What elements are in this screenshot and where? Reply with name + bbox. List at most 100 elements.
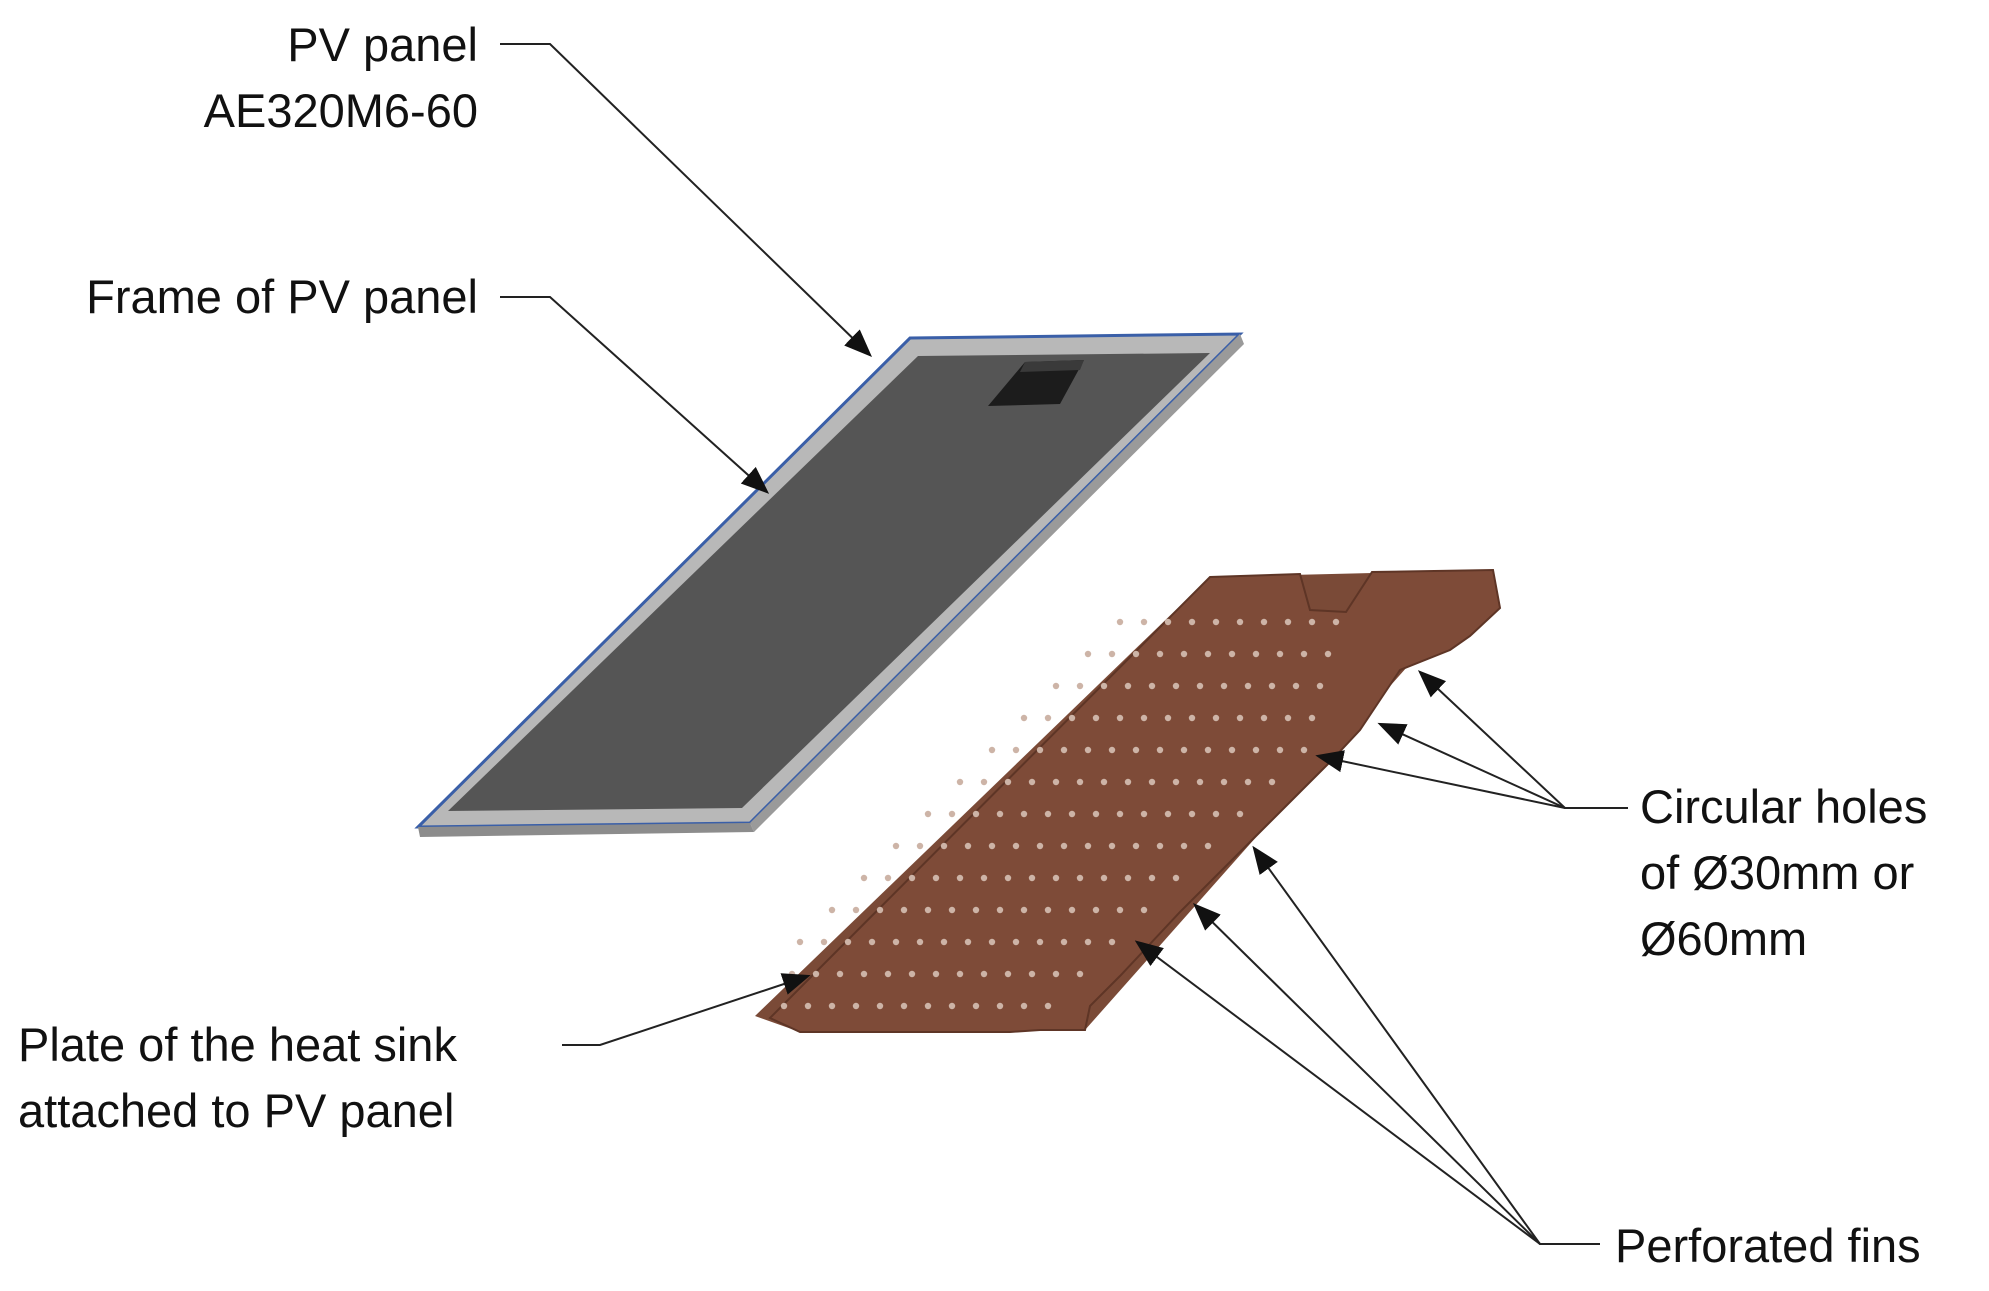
- fin-hole: [1300, 746, 1308, 754]
- fin-hole: [1012, 938, 1020, 946]
- fin-hole: [996, 906, 1004, 914]
- label-holes-line-1: Circular holes: [1640, 780, 1928, 833]
- fin-hole: [1228, 650, 1236, 658]
- fin-hole: [940, 842, 948, 850]
- fin-hole: [1092, 810, 1100, 818]
- fin-hole: [1212, 810, 1220, 818]
- fin-hole: [1116, 810, 1124, 818]
- fin-hole: [788, 970, 796, 978]
- fin-hole: [828, 906, 836, 914]
- fin-hole: [924, 1002, 932, 1010]
- fin-hole: [908, 874, 916, 882]
- fin-hole: [1188, 714, 1196, 722]
- fin-hole: [780, 1002, 788, 1010]
- fin-hole: [1060, 938, 1068, 946]
- label-holes-line-2: of Ø30mm or: [1640, 846, 1915, 899]
- fin-hole: [1044, 714, 1052, 722]
- fin-hole: [1100, 874, 1108, 882]
- fin-hole: [956, 970, 964, 978]
- fin-hole: [1156, 842, 1164, 850]
- fin-hole: [924, 906, 932, 914]
- junction-box-top: [1020, 360, 1084, 372]
- fin-hole: [908, 970, 916, 978]
- fin-hole: [1236, 618, 1244, 626]
- leader-frame: [500, 296, 770, 494]
- fin-hole: [1300, 650, 1308, 658]
- fin-hole: [988, 746, 996, 754]
- fin-hole: [1108, 938, 1116, 946]
- fin-hole: [1164, 810, 1172, 818]
- fin-hole: [860, 874, 868, 882]
- fin-hole: [1028, 970, 1036, 978]
- fin-hole: [1276, 650, 1284, 658]
- fin-hole: [1252, 650, 1260, 658]
- fin-hole: [1036, 746, 1044, 754]
- fin-hole: [1180, 842, 1188, 850]
- fin-hole: [1140, 906, 1148, 914]
- fin-hole: [932, 874, 940, 882]
- fin-hole: [1204, 842, 1212, 850]
- fin-hole: [1252, 746, 1260, 754]
- fin-hole: [1084, 842, 1092, 850]
- fin-hole: [1028, 778, 1036, 786]
- fin-hole: [956, 778, 964, 786]
- fin-hole: [1268, 682, 1276, 690]
- label-holes-line-3: Ø60mm: [1640, 912, 1808, 965]
- fin-hole: [1068, 714, 1076, 722]
- fin-hole: [1052, 874, 1060, 882]
- fin-hole: [1172, 778, 1180, 786]
- fin-hole: [1108, 842, 1116, 850]
- fin-hole: [1196, 778, 1204, 786]
- fin-hole: [1108, 650, 1116, 658]
- leader-fins-3: [1134, 940, 1541, 1245]
- leader-pv-panel: [500, 43, 873, 357]
- leader-fins-1: [1252, 845, 1600, 1245]
- label-holes: Circular holes of Ø30mm or Ø60mm: [1640, 774, 1927, 972]
- fin-hole: [1116, 906, 1124, 914]
- fin-hole: [868, 938, 876, 946]
- fin-hole: [1204, 746, 1212, 754]
- fin-hole: [1172, 874, 1180, 882]
- fin-hole: [916, 842, 924, 850]
- fin-hole: [1012, 842, 1020, 850]
- fin-hole: [804, 1002, 812, 1010]
- fin-hole: [876, 906, 884, 914]
- fin-hole: [1020, 714, 1028, 722]
- fin-hole: [1148, 682, 1156, 690]
- fin-hole: [828, 1002, 836, 1010]
- fin-hole: [924, 810, 932, 818]
- fin-hole: [892, 938, 900, 946]
- label-plate-line-2: attached to PV panel: [18, 1084, 455, 1137]
- heat-sink: [755, 568, 1502, 1033]
- fin-hole: [1124, 874, 1132, 882]
- leader-fins-2: [1193, 903, 1541, 1245]
- label-plate: Plate of the heat sink attached to PV pa…: [18, 1012, 457, 1144]
- fin-hole: [1212, 618, 1220, 626]
- fin-hole: [1236, 810, 1244, 818]
- fin-hole: [1044, 810, 1052, 818]
- fin-hole: [964, 938, 972, 946]
- fin-hole: [1244, 682, 1252, 690]
- fin-hole: [852, 906, 860, 914]
- leader-lines: [500, 43, 1628, 1245]
- fin-hole: [1100, 682, 1108, 690]
- fin-hole: [1028, 874, 1036, 882]
- fin-hole: [1100, 778, 1108, 786]
- fin-hole: [1204, 650, 1212, 658]
- fin-hole: [900, 906, 908, 914]
- fin-hole: [1228, 746, 1236, 754]
- fin-hole: [1116, 714, 1124, 722]
- fin-hole: [1132, 650, 1140, 658]
- fin-hole: [1076, 874, 1084, 882]
- fin-hole: [1324, 650, 1332, 658]
- fin-hole: [1012, 746, 1020, 754]
- fin-hole: [1004, 970, 1012, 978]
- fin-hole: [796, 938, 804, 946]
- fin-hole: [1084, 938, 1092, 946]
- fin-hole: [1236, 714, 1244, 722]
- fin-hole: [1044, 906, 1052, 914]
- fin-hole: [948, 906, 956, 914]
- fin-hole: [892, 842, 900, 850]
- label-plate-line-1: Plate of the heat sink: [18, 1018, 457, 1071]
- fin-hole: [1004, 874, 1012, 882]
